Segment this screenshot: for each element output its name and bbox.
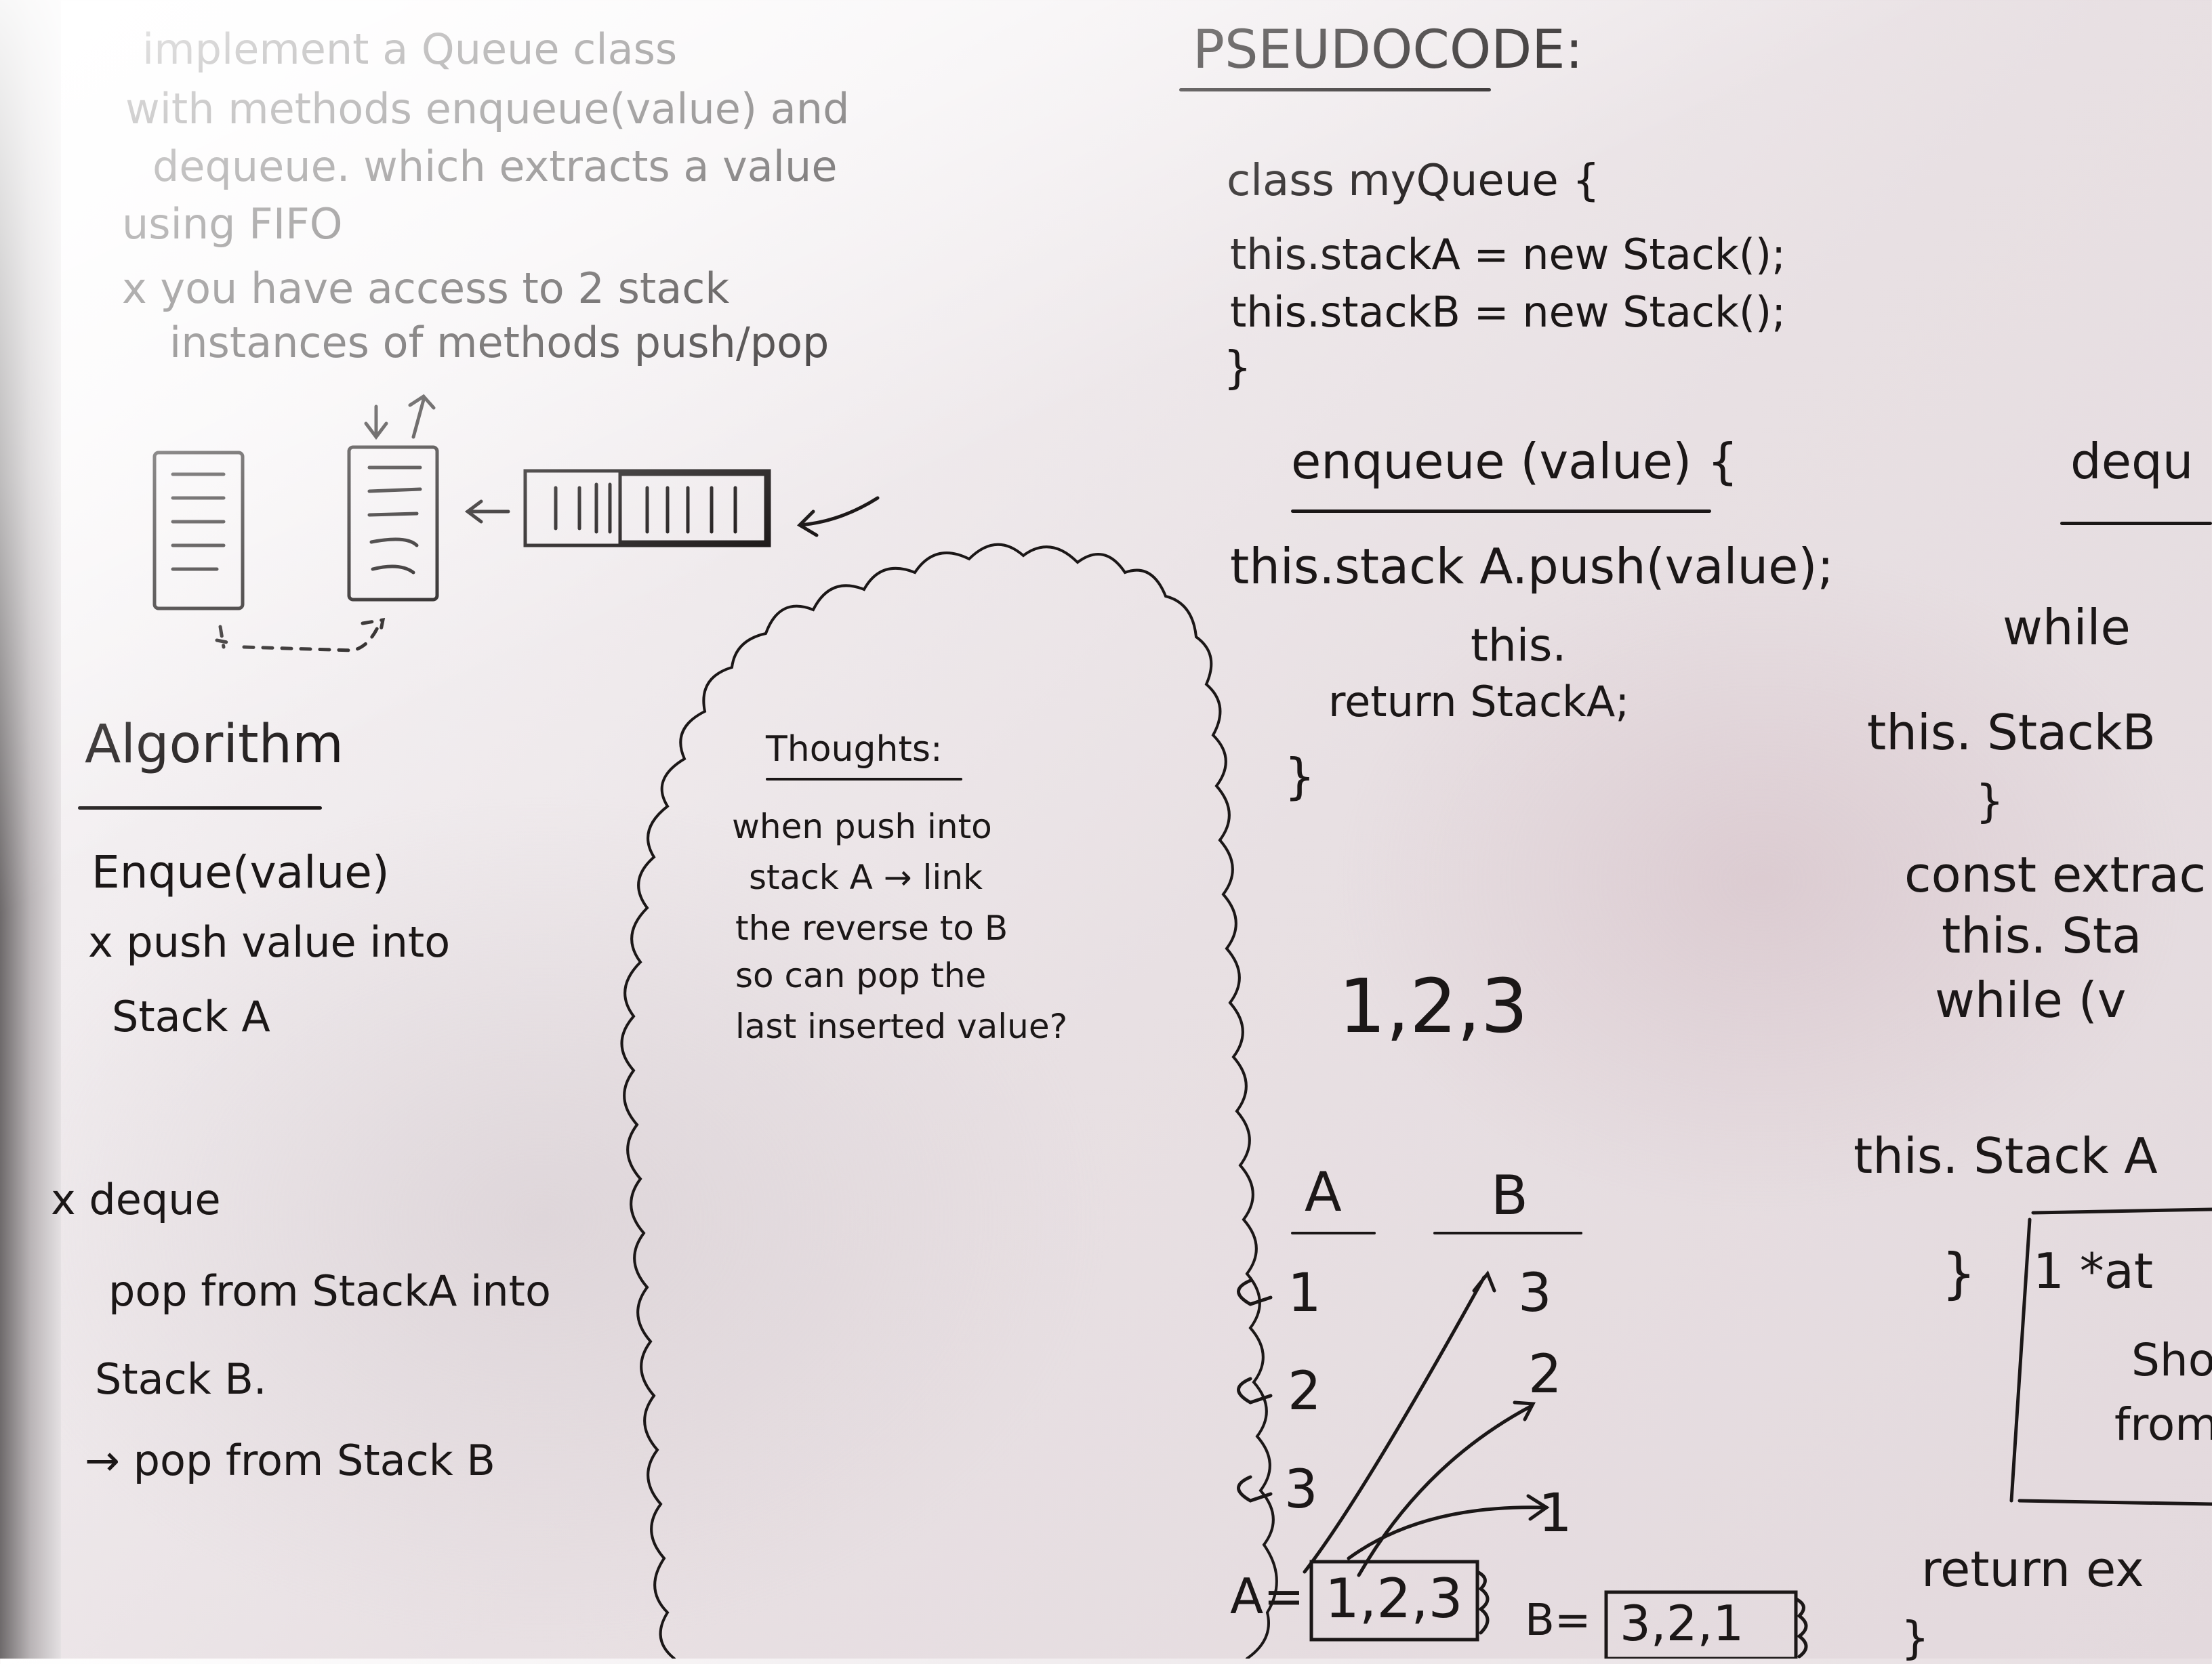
dequeue-note-box <box>2009 1207 2212 1506</box>
